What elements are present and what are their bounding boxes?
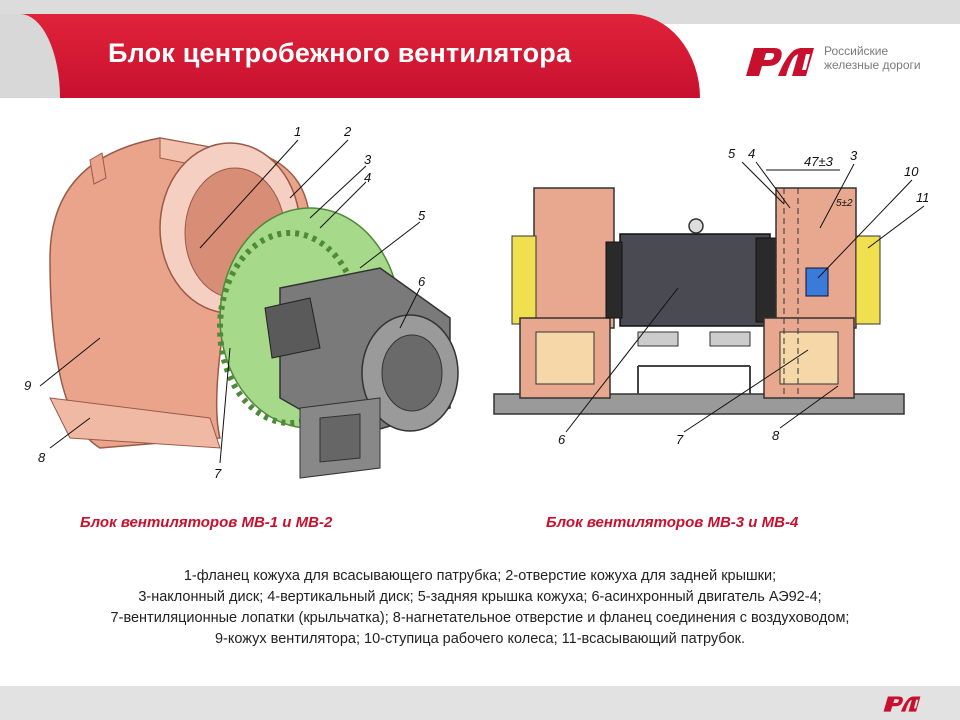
brand-name: Российские железные дороги — [824, 44, 921, 72]
label-1: 1 — [294, 124, 301, 139]
legend-line: 7-вентиляционные лопатки (крыльчатка); 8… — [110, 610, 850, 626]
label-7: 7 — [214, 466, 222, 481]
label-7: 7 — [676, 432, 684, 447]
fan-block-3d-drawing: 1 2 3 4 5 6 7 8 9 — [24, 124, 459, 481]
parts-legend: 1-фланец кожуха для всасывающего патрубк… — [20, 566, 940, 650]
label-5: 5 — [728, 146, 736, 161]
label-3: 3 — [850, 148, 858, 163]
footer-rzd-logo-icon — [883, 696, 921, 712]
dimension-47: 47±3 — [804, 154, 834, 169]
header-band — [0, 14, 700, 98]
footer-bar — [0, 686, 960, 720]
label-6: 6 — [558, 432, 566, 447]
legend-line: 3-наклонный диск; 4-вертикальный диск; 5… — [138, 589, 822, 605]
impeller-hub — [805, 267, 829, 297]
page-title: Блок центробежного вентилятора — [108, 38, 572, 68]
label-4: 4 — [748, 146, 755, 161]
right-figure-caption: Блок вентиляторов МВ-3 и МВ-4 — [546, 514, 799, 531]
brand-logo: Российские железные дороги — [740, 36, 930, 84]
label-11: 11 — [916, 190, 928, 205]
motor-body — [619, 233, 771, 327]
label-4: 4 — [364, 170, 371, 185]
label-9: 9 — [24, 378, 31, 393]
base-frame — [493, 393, 905, 415]
rzd-logo-icon — [746, 48, 814, 76]
label-6: 6 — [418, 274, 426, 289]
label-8: 8 — [38, 450, 46, 465]
dimension-5: 5±2 — [836, 198, 853, 209]
label-10: 10 — [904, 164, 919, 179]
label-8: 8 — [772, 428, 780, 443]
label-2: 2 — [343, 124, 352, 139]
left-figure-caption: Блок вентиляторов МВ-1 и МВ-2 — [80, 514, 333, 531]
legend-line: 9-кожух вентилятора; 10-ступица рабочего… — [214, 631, 746, 647]
fan-block-section-drawing: 47±3 5±2 5 4 3 10 11 6 7 8 — [493, 146, 928, 447]
label-5: 5 — [418, 208, 426, 223]
electric-motor — [264, 267, 459, 479]
label-3: 3 — [364, 152, 372, 167]
legend-line: 1-фланец кожуха для всасывающего патрубк… — [183, 568, 777, 584]
